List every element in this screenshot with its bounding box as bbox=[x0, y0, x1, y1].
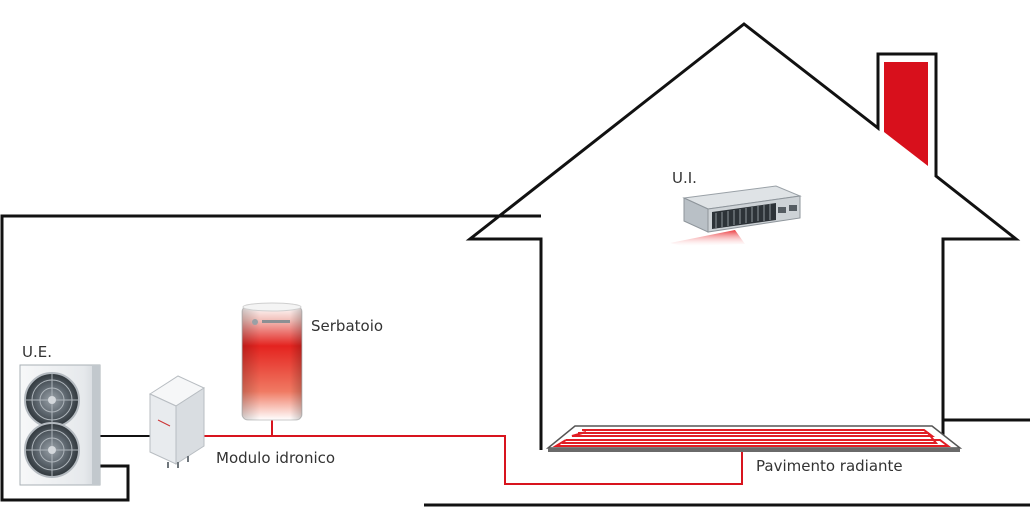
ground-outline bbox=[0, 214, 1030, 507]
tank-label: Serbatoio bbox=[311, 317, 383, 335]
indoor-unit-label: U.I. bbox=[672, 169, 697, 187]
water-tank bbox=[241, 302, 303, 421]
hydronic-module-label: Modulo idronico bbox=[216, 449, 335, 467]
water-pipes bbox=[203, 420, 743, 485]
outdoor-unit-label: U.E. bbox=[22, 343, 52, 361]
outdoor-unit bbox=[19, 364, 101, 486]
radiant-floor bbox=[545, 425, 963, 452]
chimney bbox=[884, 62, 928, 166]
hydronic-module bbox=[148, 375, 206, 468]
radiant-floor-label: Pavimento radiante bbox=[756, 457, 903, 475]
house-roof-outline bbox=[465, 22, 1021, 450]
indoor-unit bbox=[670, 185, 802, 246]
